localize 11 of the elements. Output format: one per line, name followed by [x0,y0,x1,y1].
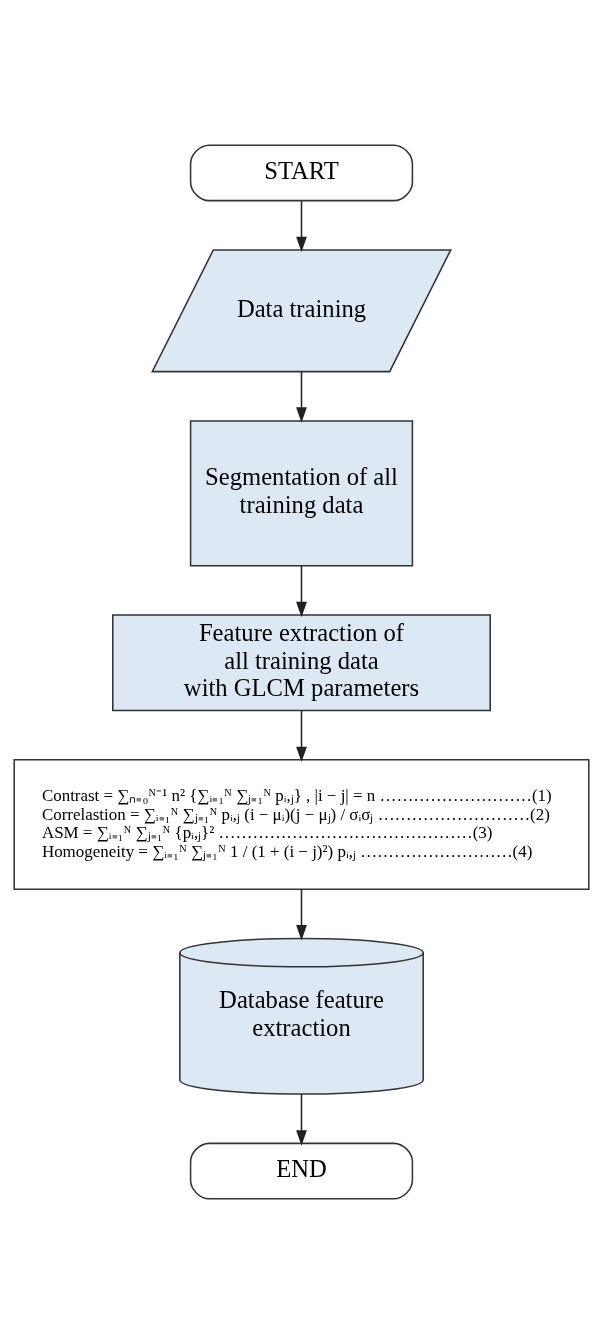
arrow [296,888,307,940]
arrow [296,199,307,252]
arrow [296,370,307,423]
arrow [296,564,307,617]
node-box: Feature extraction of all training data with GLCM parameters [112,613,491,711]
arrow [296,1092,307,1146]
node-box: START [189,143,414,201]
node-box: Contrast = ∑ₙ₌₀ᴺ⁻¹ n² {∑ᵢ₌₁ᴺ ∑ⱼ₌₁ᴺ pᵢ,ⱼ} , |i − j| = n ………………………(1) Correlastion = ∑ᵢ₌₁ᴺ ∑ⱼ₌₁ᴺ pᵢ,ⱼ (i − μᵢ)(j − μⱼ) / σᵢσⱼ ………………………(2) ASM = ∑ᵢ₌₁ᴺ ∑ⱼ₌₁ᴺ {pᵢ,ⱼ}² ………………………………………(3) Homogeneity = ∑ᵢ₌₁ᴺ ∑ⱼ₌₁ᴺ 1 / (1 + (i − j)²) pᵢ,ⱼ ………………………(4) [13,758,590,890]
node-box: END [189,1142,414,1200]
node-box: Segmentation of all training data [189,419,414,566]
arrow [296,709,307,762]
